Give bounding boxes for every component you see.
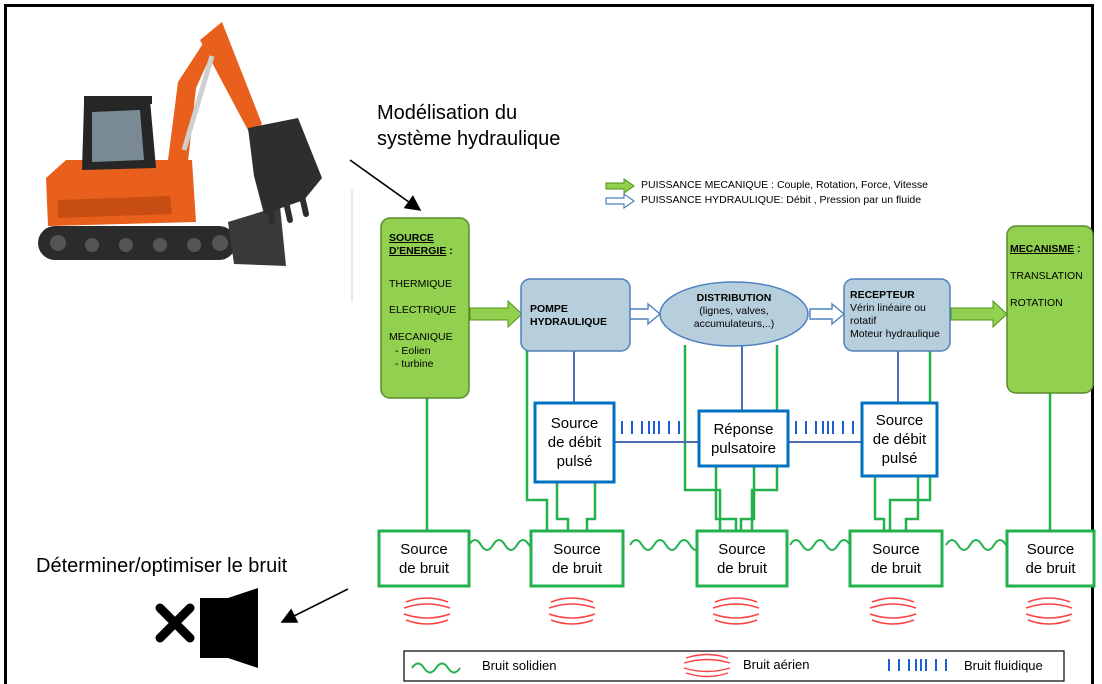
airborne-noise-marks	[403, 597, 1073, 625]
hydraulic-power-legend: PUISSANCE HYDRAULIQUE: Débit , Pression …	[641, 194, 922, 206]
pompe-line1: POMPE	[530, 303, 568, 315]
noise-source-5-line2: de bruit	[1025, 559, 1076, 577]
noise-source-2-line2: de bruit	[551, 559, 603, 577]
hyd-power-arrow-2	[809, 302, 846, 326]
debit-source-label-2: Source de débit pulsé	[862, 403, 937, 476]
noise-source-4-line2: de bruit	[870, 559, 922, 577]
mute-speaker-icon	[155, 588, 258, 668]
mech-power-arrow-1	[469, 299, 523, 329]
debit-source-box-2	[860, 401, 939, 478]
mecanisme-item-0: TRANSLATION	[1010, 270, 1083, 282]
excavator-illustration	[38, 22, 322, 266]
fluid-noise-marks	[621, 421, 854, 434]
legend-solid-label: Bruit solidien	[482, 658, 557, 673]
fluid-noise-legend-icon	[888, 659, 947, 671]
hydraulic-power-arrow-icon	[605, 192, 636, 210]
source-energie-item-4: - turbine	[395, 358, 434, 370]
reponse-line1: Réponse	[713, 420, 774, 438]
mecanisme-box	[1006, 225, 1094, 394]
hyd-power-arrow-1	[629, 302, 662, 326]
distribution-label: DISTRIBUTION (lignes, valves, accumulate…	[662, 292, 806, 331]
hydraulic-connection-lines	[573, 345, 899, 443]
mecanisme-colon: :	[1074, 243, 1081, 255]
source-energie-colon: :	[446, 245, 453, 257]
debit-source-2-line3: pulsé	[881, 450, 918, 467]
reponse-line2: pulsatoire	[710, 439, 777, 457]
noise-source-boxes	[377, 529, 1096, 588]
noise-source-label-2: Source de bruit	[531, 531, 623, 586]
noise-source-3-line2: de bruit	[716, 559, 768, 577]
mechanical-power-legend: PUISSANCE MECANIQUE : Couple, Rotation, …	[641, 179, 928, 191]
source-energie-title-2: D'ENERGIE	[389, 245, 447, 257]
noise-source-2-line1: Source	[553, 540, 601, 558]
pompe-line2: HYDRAULIQUE	[530, 316, 608, 328]
distribution-title: DISTRIBUTION	[696, 292, 772, 304]
debit-source-label-1: Source de débit pulsé	[535, 403, 614, 482]
recepteur-title: RECEPTEUR	[850, 289, 915, 301]
source-energie-box	[380, 217, 470, 399]
mech-power-arrow-2	[950, 299, 1008, 329]
debit-source-2-line1: Source	[875, 412, 924, 429]
noise-legend-box	[403, 650, 1065, 682]
reponse-label: Réponse pulsatoire	[699, 411, 788, 466]
debit-source-1-line2: de débit	[547, 434, 602, 451]
model-pointer-arrow	[349, 159, 422, 211]
source-energie-title-1: SOURCE	[389, 232, 434, 244]
pompe-label: POMPE HYDRAULIQUE	[530, 303, 607, 329]
source-energie-item-1: ELECTRIQUE	[389, 304, 457, 316]
distribution-ellipse	[659, 281, 809, 347]
reponse-box	[697, 409, 790, 468]
noise-source-5-line1: Source	[1026, 540, 1075, 558]
solid-noise-legend-icon	[411, 662, 461, 674]
model-caption-line2: système hydraulique	[377, 128, 561, 150]
source-energie-item-0: THERMIQUE	[389, 278, 452, 290]
noise-source-1-line2: de bruit	[398, 559, 450, 577]
recepteur-label: RECEPTEUR Vérin linéaire ou rotatif Mote…	[850, 289, 940, 341]
debit-source-1-line1: Source	[550, 415, 599, 432]
mecanisme-item-1: ROTATION	[1010, 297, 1063, 309]
source-energie-text: SOURCE D'ENERGIE :	[389, 232, 469, 258]
source-energie-item-2: MECANIQUE	[389, 331, 453, 343]
noise-source-label-4: Source de bruit	[850, 531, 942, 586]
noise-source-1-line1: Source	[400, 540, 448, 558]
mecanisme-title-text: MECANISME	[1010, 243, 1075, 255]
noise-source-label-5: Source de bruit	[1007, 531, 1094, 586]
noise-source-4-line1: Source	[872, 540, 920, 558]
distribution-line1: (lignes, valves,	[699, 305, 769, 317]
noise-source-label-1: Source de bruit	[379, 531, 469, 586]
debit-source-2-line2: de débit	[872, 431, 927, 448]
distribution-line2: accumulateurs,..)	[693, 318, 775, 330]
debit-source-1-line3: pulsé	[556, 453, 593, 470]
debit-source-box-1	[533, 401, 616, 484]
legend-fluid-label: Bruit fluidique	[964, 658, 1043, 673]
recepteur-line1: Vérin linéaire ou	[850, 302, 926, 314]
recepteur-line3: Moteur hydraulique	[850, 328, 940, 340]
legend-air-label: Bruit aérien	[743, 657, 810, 672]
mechanical-power-arrow-icon	[605, 178, 635, 194]
air-noise-legend-icon	[683, 653, 731, 678]
noise-source-label-3: Source de bruit	[697, 531, 787, 586]
recepteur-box	[843, 278, 951, 352]
noise-source-3-line1: Source	[718, 540, 766, 558]
pompe-box	[520, 278, 631, 352]
noise-goal-caption: Déterminer/optimiser le bruit	[36, 555, 288, 577]
noise-pointer-arrow	[280, 588, 349, 623]
recepteur-line2: rotatif	[850, 315, 877, 327]
source-energie-item-3: - Eolien	[395, 345, 431, 357]
model-caption: Modélisation du système hydraulique	[377, 100, 560, 152]
model-caption-line1: Modélisation du	[377, 102, 518, 124]
mecanisme-title: MECANISME :	[1010, 243, 1081, 256]
